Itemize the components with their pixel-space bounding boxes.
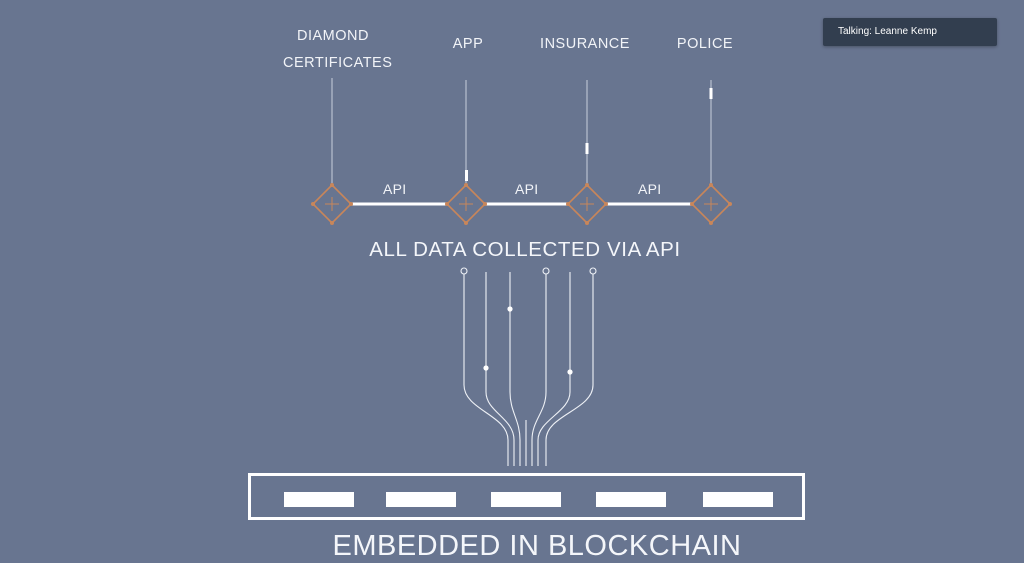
data-line: [531, 274, 547, 466]
blockchain-block: [284, 492, 354, 507]
data-line: [509, 272, 521, 466]
converging-lines: [463, 272, 594, 466]
blockchain-container: [248, 473, 805, 520]
api-label: API: [383, 181, 407, 197]
node-app: [445, 183, 487, 225]
data-line: [463, 274, 509, 466]
source-label-line: DIAMOND: [297, 28, 369, 44]
blockchain-block: [386, 492, 456, 507]
node-police: [690, 183, 732, 225]
data-dot: [567, 369, 573, 375]
source-label-insurance: INSURANCE: [535, 31, 635, 58]
data-line: [537, 272, 571, 466]
source-label-police: POLICE: [670, 31, 740, 58]
source-label-app: APP: [438, 31, 498, 58]
node-insurance: [566, 183, 608, 225]
api-label: API: [638, 181, 662, 197]
blockchain-block: [596, 492, 666, 507]
line-start-node: [460, 267, 468, 275]
source-label-line: APP: [452, 36, 484, 52]
data-packet: [585, 143, 589, 154]
line-start-node: [542, 267, 550, 275]
data-dot: [507, 306, 513, 312]
data-line: [545, 274, 594, 466]
blockchain-block: [491, 492, 561, 507]
data-packet: [709, 88, 713, 99]
data-dot: [483, 365, 489, 371]
talking-indicator: Talking: Leanne Kemp: [823, 18, 997, 46]
data-line: [485, 272, 515, 466]
api-label: API: [515, 181, 539, 197]
node-diamond-certificates: [311, 183, 353, 225]
source-label-line: CERTIFICATES: [283, 55, 393, 71]
blockchain-block: [703, 492, 773, 507]
data-packet: [465, 170, 468, 181]
collection-caption: ALL DATA COLLECTED VIA API: [369, 238, 681, 261]
source-label-line: INSURANCE: [540, 36, 630, 52]
blockchain-caption: EMBEDDED IN BLOCKCHAIN: [332, 530, 742, 562]
line-start-node: [589, 267, 597, 275]
source-label-line: POLICE: [676, 36, 734, 52]
source-label-diamond-certificates: DIAMOND CERTIFICATES: [283, 23, 393, 77]
